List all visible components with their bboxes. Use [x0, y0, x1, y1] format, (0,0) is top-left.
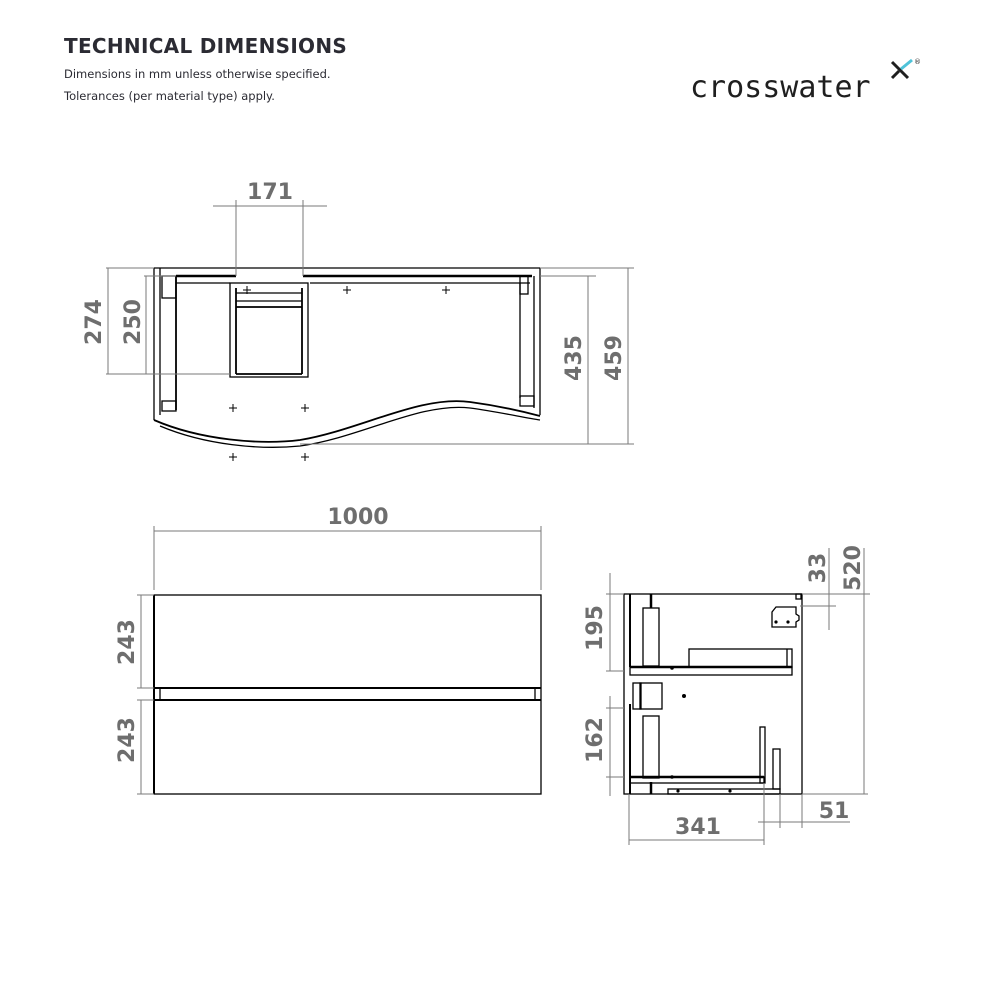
dim-front-gap: 51 — [819, 799, 850, 824]
top-view — [153, 267, 541, 461]
dim-basin-depth: 250 — [121, 299, 146, 345]
brand-x-icon: ® — [890, 56, 924, 90]
registered-mark: ® — [914, 58, 921, 66]
front-view-dimensions — [137, 526, 542, 795]
dim-inner-depth: 435 — [562, 335, 587, 381]
units-note: Dimensions in mm unless otherwise specif… — [64, 67, 331, 81]
dim-overall-height: 520 — [841, 545, 866, 591]
dim-basin-width: 171 — [247, 180, 293, 205]
dim-top-drawer-height: 195 — [583, 605, 608, 651]
side-view-markers — [670, 620, 790, 793]
tolerance-note: Tolerances (per material type) apply. — [64, 89, 275, 103]
dim-overall-depth-left: 274 — [82, 299, 107, 345]
dim-drawer-top-height: 243 — [115, 619, 140, 665]
side-view-dimensions — [606, 548, 870, 845]
front-view — [153, 594, 542, 795]
top-view-dimensions — [106, 200, 634, 445]
dim-overall-depth: 459 — [602, 335, 627, 381]
dim-width: 1000 — [327, 505, 388, 530]
side-view — [623, 593, 803, 795]
dim-top-offset: 33 — [806, 553, 831, 584]
page-title: TECHNICAL DIMENSIONS — [64, 34, 348, 58]
dim-bottom-drawer-height: 162 — [583, 717, 608, 763]
brand-logo-text: crosswater — [690, 70, 871, 105]
dim-drawer-bottom-height: 243 — [115, 717, 140, 763]
dim-drawer-depth: 341 — [675, 815, 721, 840]
